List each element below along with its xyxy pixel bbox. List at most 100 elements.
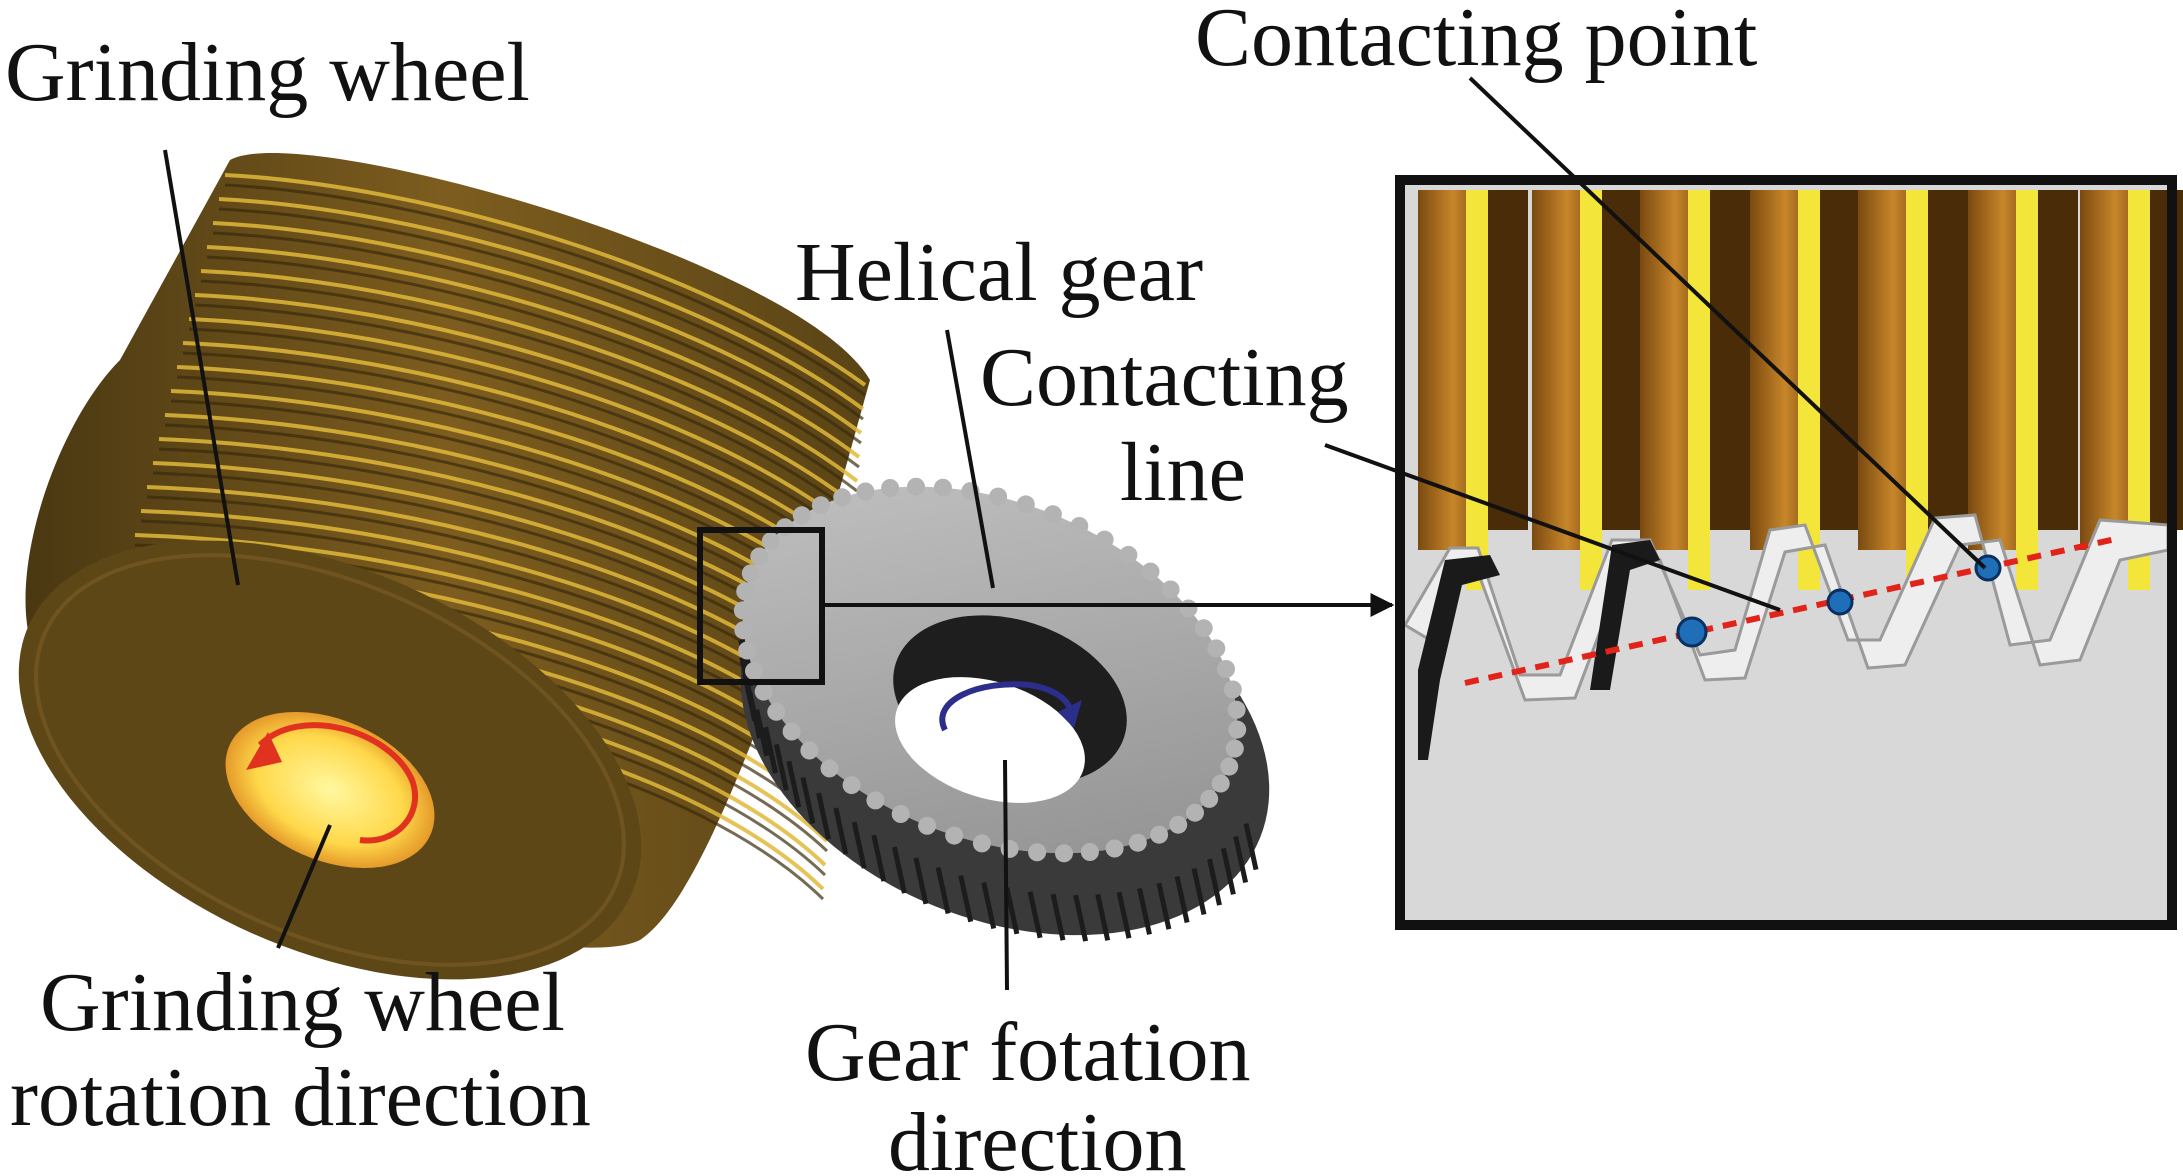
helical-gear-side-tooth [800,776,816,825]
zoom-inset-frame [1395,175,2177,930]
helical-gear-tooth [745,662,763,680]
gear-rotation-arrow [939,681,1074,732]
grinding-wheel [18,153,870,980]
helical-gear-tooth [989,487,1008,506]
helical-gear-side-tooth [816,792,832,840]
helical-gear-side-tooth [935,866,951,915]
zoom-inset-gap [2150,190,2183,530]
label-gear-rotation-2: direction [888,1096,1187,1176]
grinding-wheel-groove-shadow [212,231,862,445]
helical-gear-side-tooth [1027,891,1043,939]
helical-gear-tooth [907,477,925,496]
zoom-inset-gap [1928,190,1968,530]
contact-point-2 [1826,588,1854,616]
helical-gear-side-tooth [1233,835,1249,884]
leader-gear-rotation [1003,759,1009,991]
helical-gear-tooth [972,834,991,853]
helical-gear-side-tooth [833,807,849,855]
grinding-wheel-rotation-arrow [257,722,419,844]
helical-gear-tooth [945,826,964,845]
helical-gear-tooth [1128,833,1147,852]
helical-gear-tooth [741,564,760,583]
grinding-wheel-groove [218,197,865,411]
zoom-inset-yellow-flank [1466,190,1488,590]
label-wheel-rotation-1: Grinding wheel [40,956,565,1049]
zoom-inset-teeth [1418,190,2183,590]
helical-gear-side-tooth [891,846,907,894]
leader-grinding-wheel [163,149,240,586]
helical-gear-tooth [1169,815,1188,834]
gear-rotation-arrowhead [1058,700,1082,728]
helical-gear-tooth [1055,844,1073,863]
helical-gear-side-tooth [913,857,929,905]
helical-gear-tooth [1095,530,1114,549]
grinding-wheel-groove [206,245,861,459]
leader-wheel-rotation [276,824,332,949]
helical-gear-side-tooth [981,881,997,930]
helical-gear-side-tooth [773,743,789,791]
helical-gear-tooth [734,621,753,640]
grinding-wheel-groove [194,293,857,507]
helical-gear-tooth [856,482,875,501]
helical-gear-tooth [792,506,811,525]
helical-gear-side-tooth [1191,867,1207,916]
helical-gear-tooth [761,532,780,551]
zoom-inset [1395,175,2183,930]
zoom-inset-gap [1488,190,1528,530]
zoom-inset-yellow-flank [2016,190,2038,590]
contact-point-1 [1676,616,1708,648]
helical-gear-tooth [736,582,755,601]
helical-gear-tooth [1179,599,1198,618]
helical-gear-tooth [1186,803,1204,822]
leader-contacting-point [1468,76,1987,570]
helical-gear-tooth [1080,843,1099,861]
helical-gear-tooth [1043,505,1062,524]
helical-gear-side-tooth [958,875,974,923]
helical-gear-tooth [733,601,752,620]
helical-gear-tooth [891,805,910,823]
helical-gear-tooth [918,816,937,835]
zoom-inset-yellow-flank [2128,190,2150,590]
grinding-wheel-groove [182,341,853,555]
helical-gear-tooth [1207,639,1226,658]
zoom-inset-yellow-flank [1906,190,1928,590]
grinding-wheel-groove-shadow [206,255,860,469]
contacting-line [1464,535,2121,686]
label-contacting-line-1: Contacting [980,331,1349,424]
helical-gear-tooth [811,496,830,515]
helical-gear-tooth [767,702,786,721]
helical-gear-tooth [1119,545,1138,564]
helical-gear-side-tooth [1207,858,1222,906]
helical-gear-tooth [1220,757,1239,776]
helical-gear-tooth [1016,495,1035,514]
grinding-wheel-groove-shadow [194,303,856,517]
grinding-wheel-groove [188,317,855,531]
helical-gear-tooth [1000,839,1019,858]
label-contacting-point: Contacting point [1195,0,1757,84]
helical-gear-tooth [782,722,801,741]
grinding-wheel-face-rim [34,553,626,967]
helical-gear-tooth [1105,839,1124,858]
helical-gear-tooth [842,776,861,795]
grinding-wheel-groove [212,221,863,435]
helical-gear-face-teeth [733,477,1247,863]
helical-gear-side-tooth [1243,823,1259,871]
leader-lines [163,76,1987,991]
leader-contacting-line [1324,443,1781,612]
helical-gear-side-tooth [1116,891,1132,939]
helical-gear-side-tooth [1095,893,1111,941]
helical-gear-tooth [1223,680,1242,699]
grinding-wheel-groove-shadow [182,351,852,565]
zoom-inset-dark-tooth-left [1418,555,1500,760]
label-gear-rotation-1: Gear fotation [805,1006,1250,1099]
leader-helical-gear [945,329,995,589]
helical-gear-tooth [1194,619,1213,638]
grinding-wheel-groove-shadow [224,183,866,397]
helical-gear-tooth [833,488,852,507]
zoom-inset-yellow-flank [1688,190,1710,590]
zoom-inset-gap [1602,190,1642,530]
helical-gear-side-tooth [1073,894,1089,942]
helical-gear-tooth [1228,720,1247,739]
zoom-inset-gap [1710,190,1750,530]
